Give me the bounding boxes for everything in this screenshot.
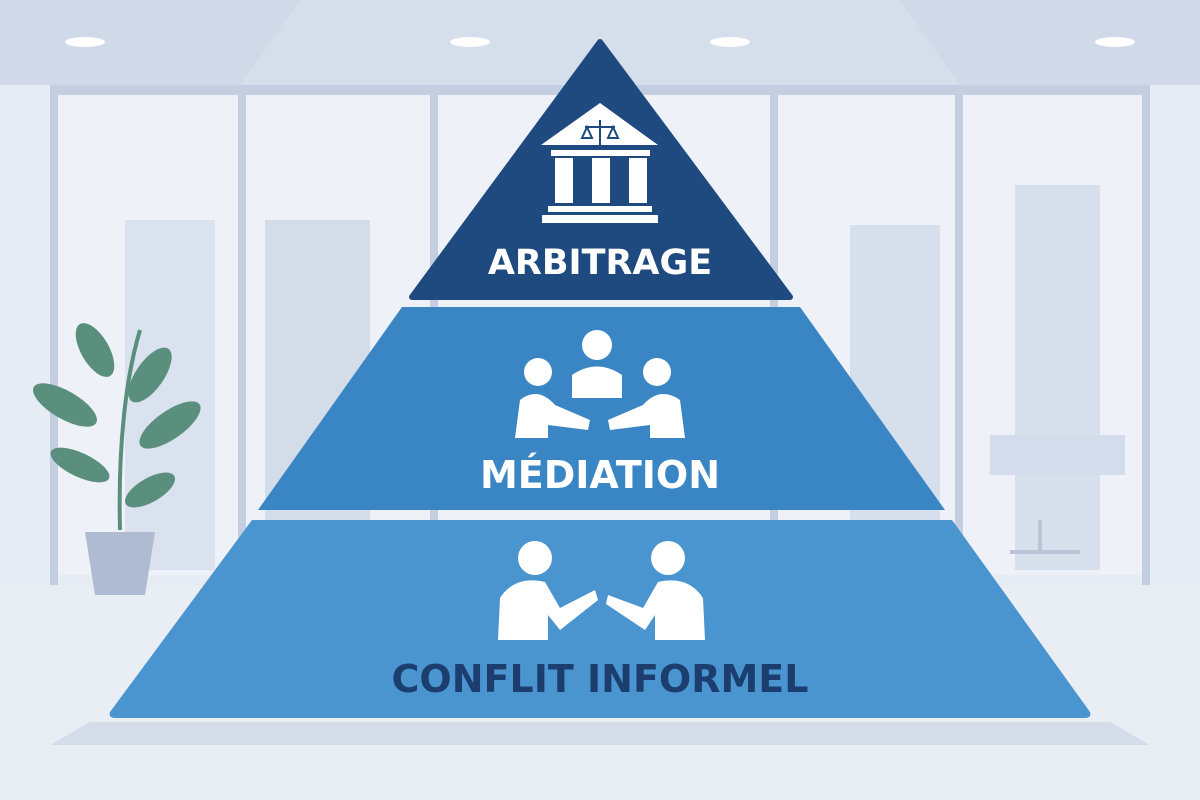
pyramid-level-mediation: MÉDIATION <box>258 307 945 510</box>
two-people-discussing-icon <box>498 541 705 640</box>
level-label: ARBITRAGE <box>488 243 712 283</box>
level-label: CONFLIT INFORMEL <box>392 657 809 701</box>
courthouse-scales-icon <box>541 103 658 223</box>
mediator-meeting-icon <box>515 330 685 438</box>
level-label: MÉDIATION <box>480 453 720 497</box>
pyramid-shadow <box>50 722 1150 745</box>
pyramid-level-arbitrage: ARBITRAGE <box>409 39 793 300</box>
pyramid-level-conflit-informel: CONFLIT INFORMEL <box>109 520 1091 718</box>
potted-plant <box>33 323 201 595</box>
